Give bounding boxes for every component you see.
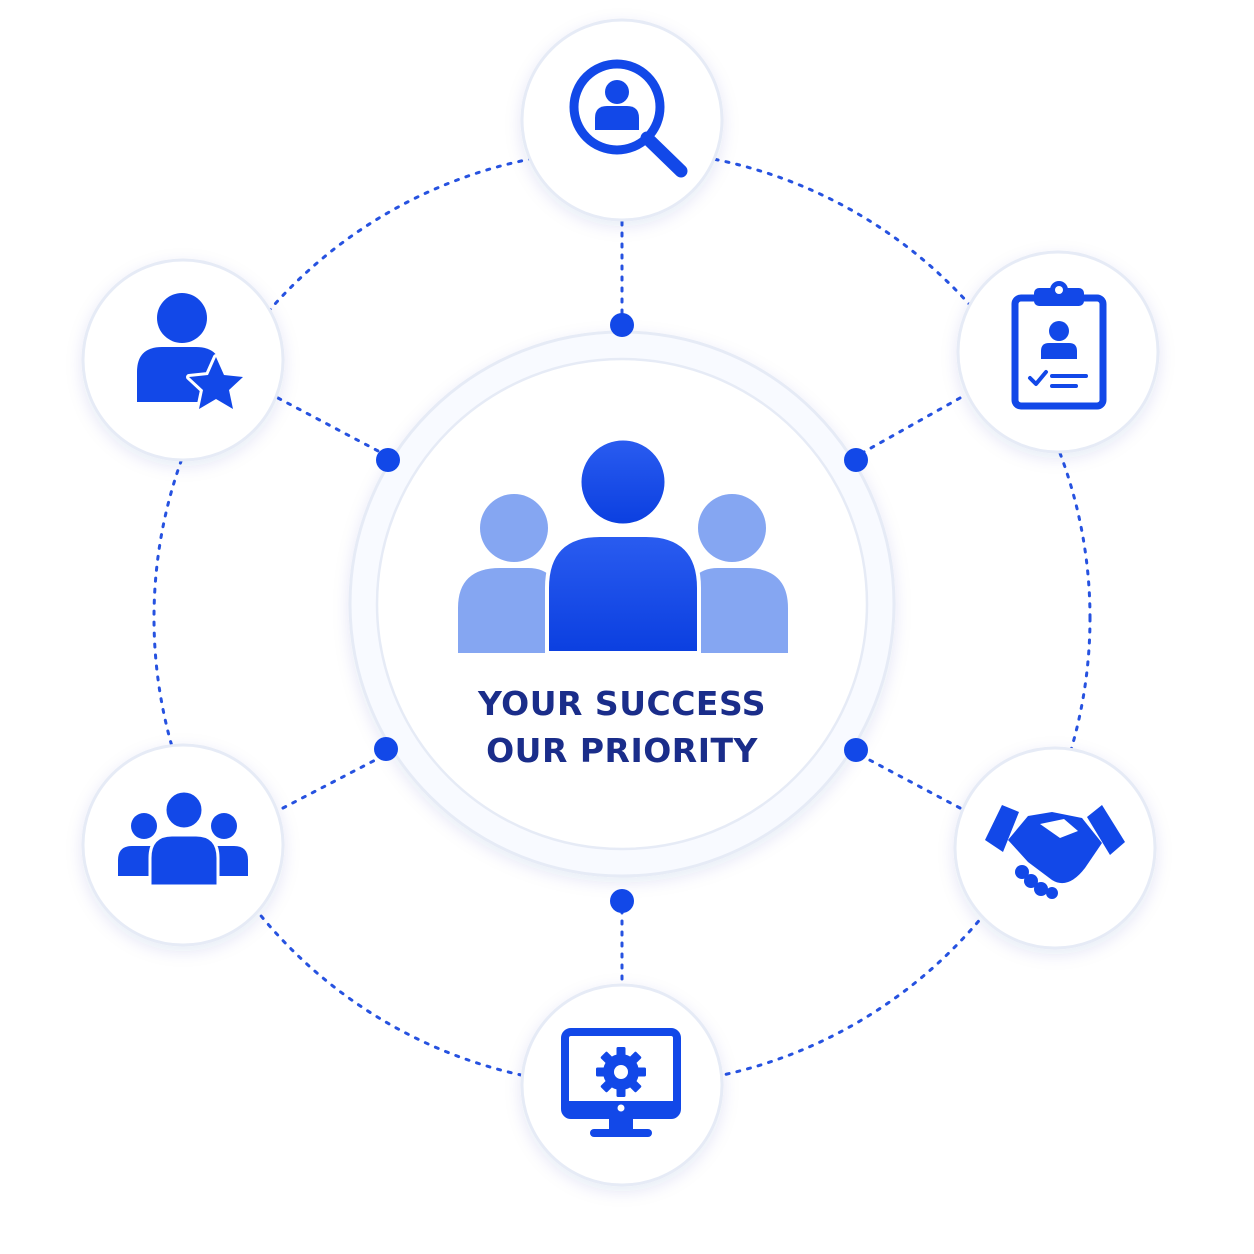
user-star-icon xyxy=(137,293,246,412)
dot-bottom xyxy=(610,889,634,913)
dot-lower-right xyxy=(844,738,868,762)
dot-top xyxy=(610,313,634,337)
team-group-icon xyxy=(458,437,788,655)
people-group-icon xyxy=(118,789,248,888)
dot-upper-left xyxy=(376,448,400,472)
headline-line-1: YOUR SUCCESS xyxy=(477,684,767,723)
candidate-search-icon xyxy=(569,59,688,178)
dot-upper-right xyxy=(844,448,868,472)
spoke-upper-right xyxy=(860,396,962,455)
outer-dotted-ring xyxy=(152,148,1092,1088)
spoke-lower-right xyxy=(860,754,962,810)
junction-dots xyxy=(374,313,868,913)
handshake-icon xyxy=(985,805,1125,899)
spoke-upper-left xyxy=(276,396,382,454)
spoke-lower-left xyxy=(281,754,385,810)
headline-line-2: OUR PRIORITY xyxy=(486,731,758,770)
monitor-gear-icon xyxy=(561,1028,681,1137)
clipboard-profile-icon xyxy=(1011,281,1107,410)
dot-lower-left xyxy=(374,737,398,761)
spoke-connectors xyxy=(276,220,962,987)
